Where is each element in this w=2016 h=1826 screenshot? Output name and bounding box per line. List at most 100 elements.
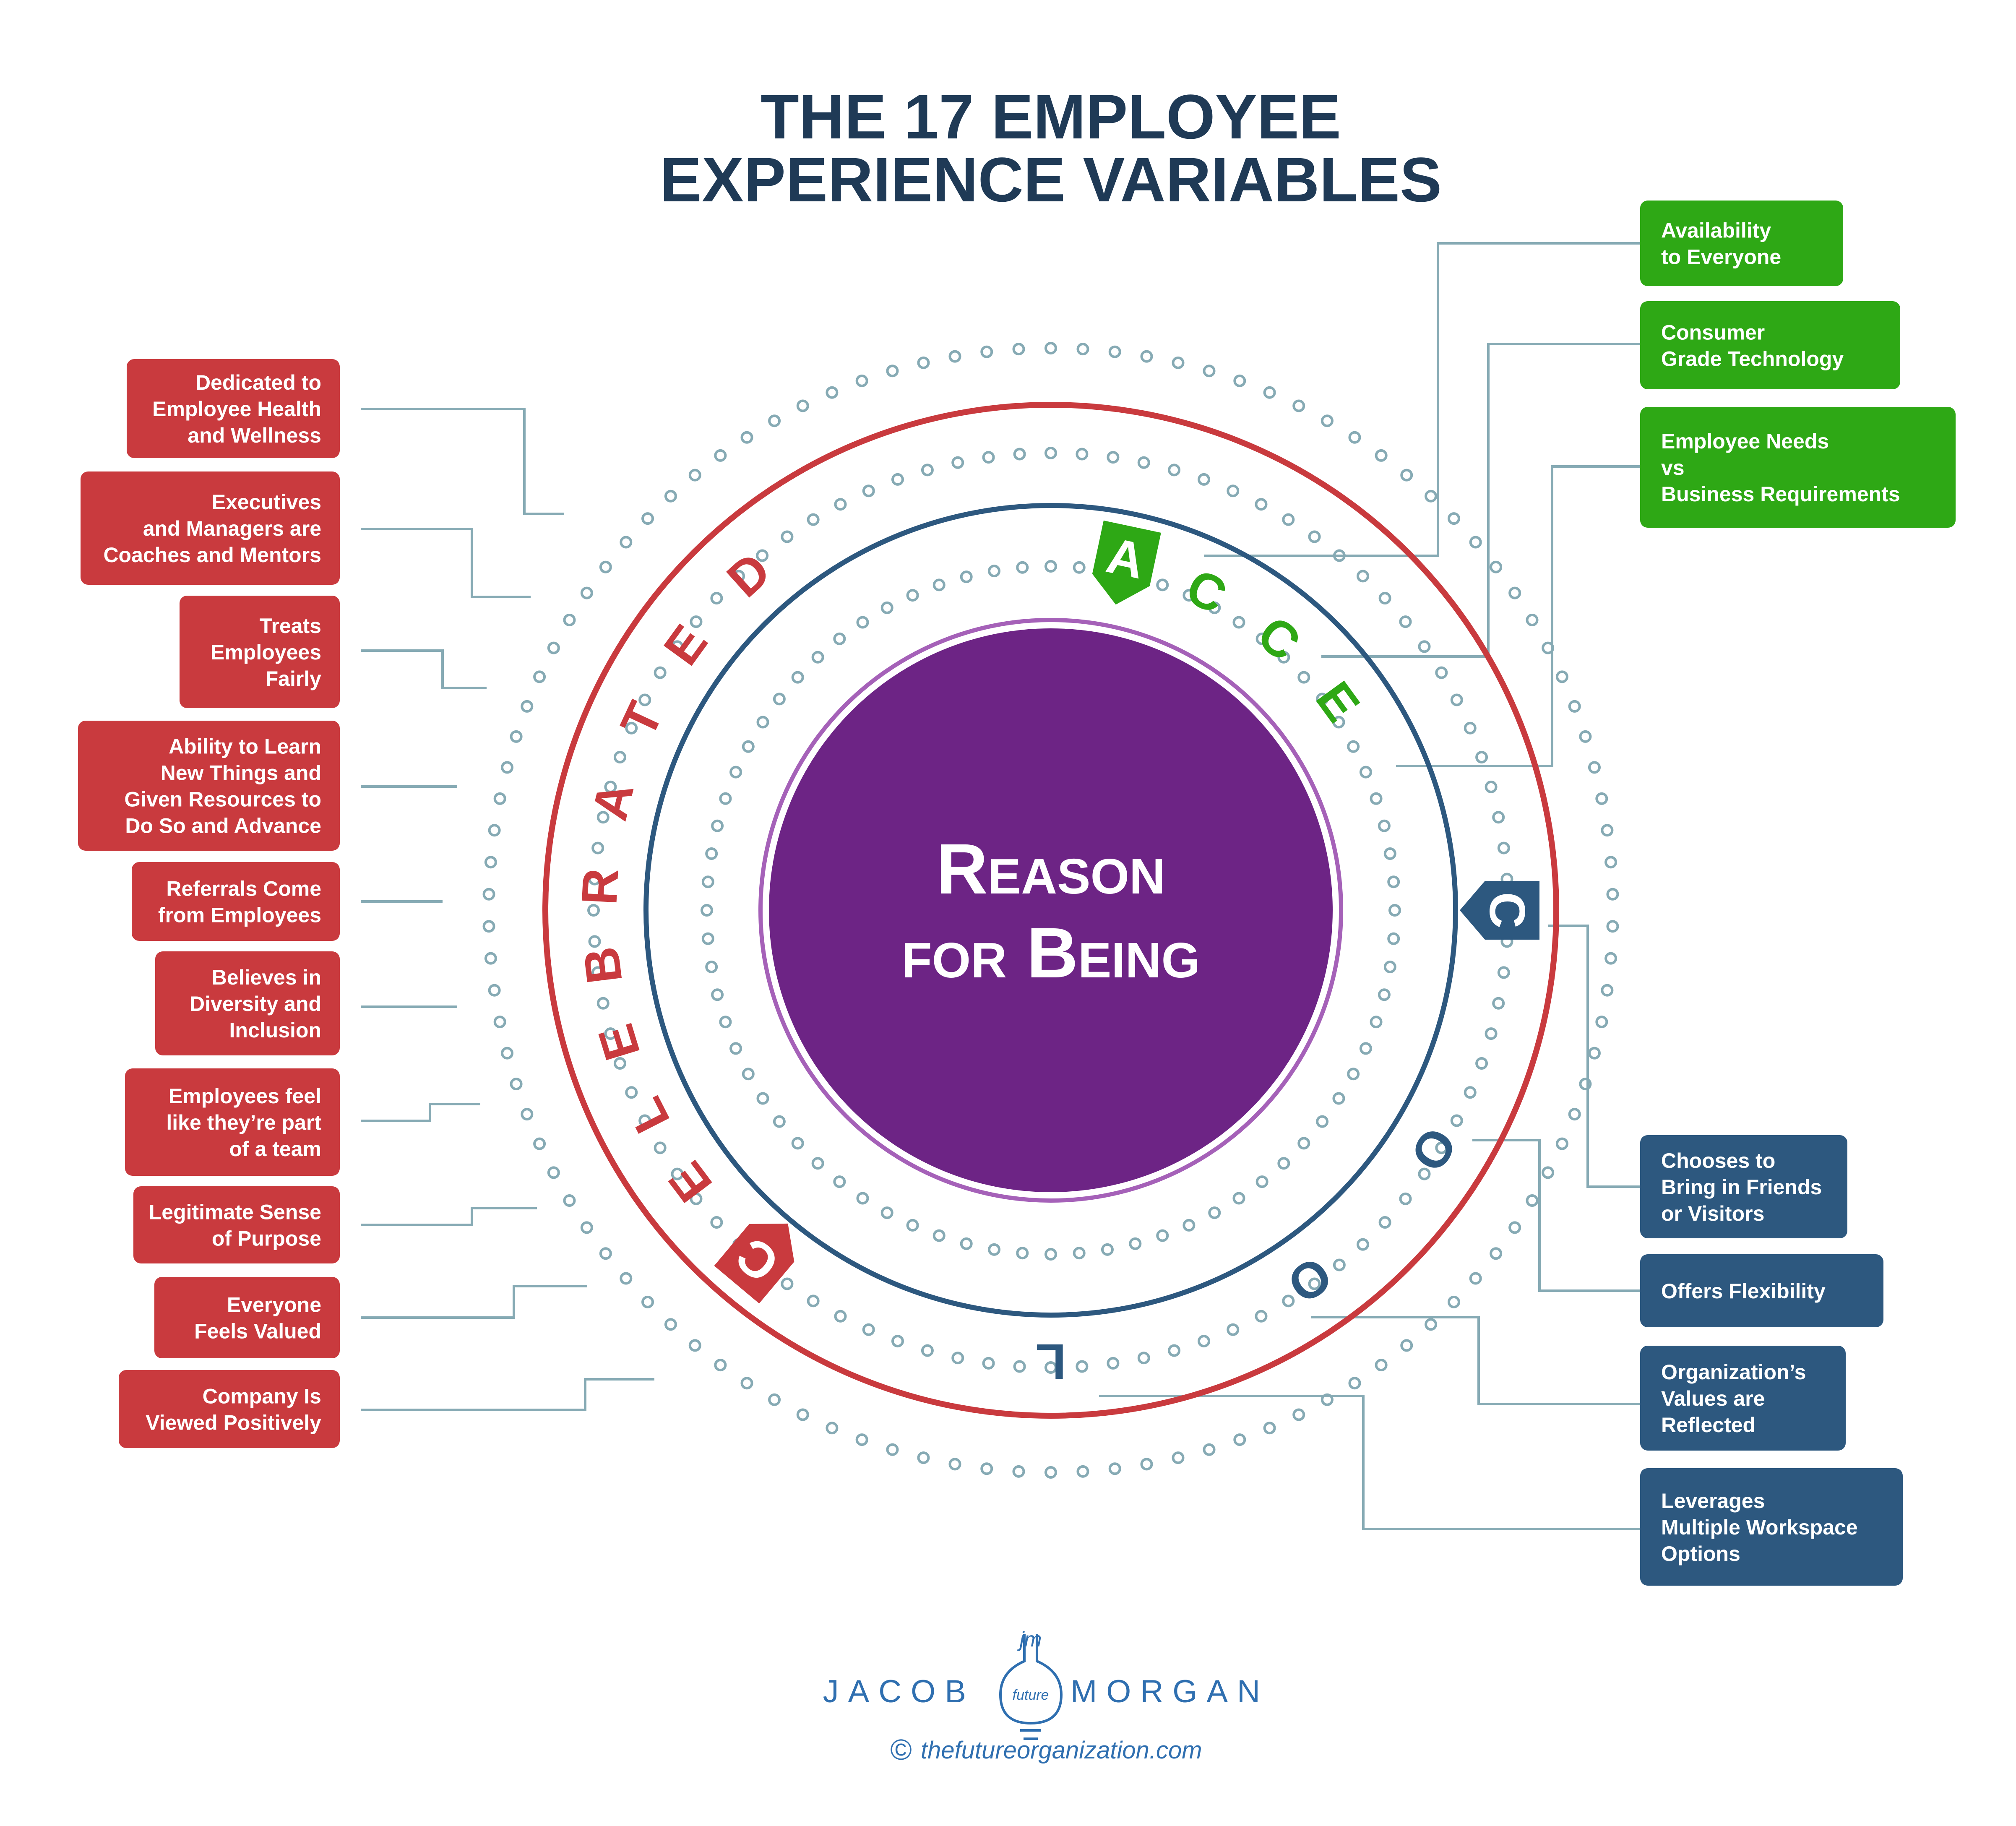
ring-dot	[1555, 1137, 1568, 1150]
acce-box-line: to Everyone	[1661, 245, 1781, 269]
ring-dot	[1508, 1221, 1521, 1234]
ring-dot	[917, 1451, 930, 1464]
ring-dot	[1492, 811, 1505, 824]
connector-line	[1472, 1139, 1640, 1292]
celebrated-box-line: Do So and Advance	[125, 814, 321, 838]
ring-dot	[510, 1078, 523, 1091]
ring-dot	[1435, 666, 1448, 679]
celebrated-box-bg	[81, 471, 340, 585]
ring-dot	[1418, 640, 1431, 653]
cool-box-line: Chooses to	[1661, 1149, 1775, 1172]
ring-dot	[1450, 693, 1463, 706]
title: THE 17 EMPLOYEE EXPERIENCE VARIABLES	[660, 81, 1442, 215]
ring-dot	[1044, 560, 1057, 573]
logo-initials: jm	[1017, 1628, 1042, 1651]
celebrated-letter-text: B	[573, 944, 633, 987]
ring-dot	[638, 693, 651, 706]
ring-dot	[1595, 1016, 1608, 1029]
ring-dot	[1308, 530, 1321, 543]
ring-dot	[587, 904, 600, 917]
ring-dot	[1012, 1465, 1025, 1478]
cool-box-bg	[1640, 1468, 1903, 1586]
ring-dot	[1044, 1248, 1057, 1261]
celebrated-box-line: Legitimate Sense	[149, 1201, 321, 1224]
ring-dot	[604, 1027, 617, 1040]
celebrated-letter: B	[573, 944, 633, 987]
acce-tag-icon	[1092, 520, 1161, 605]
ring-dot	[773, 1115, 786, 1128]
ring-dot	[488, 824, 501, 837]
ring-dot	[833, 632, 846, 645]
ring-dot	[756, 716, 769, 729]
ring-dot	[807, 1295, 820, 1308]
ring-dot	[880, 1206, 893, 1219]
ring-dot	[886, 365, 899, 378]
celebrated-box-line: of Purpose	[212, 1227, 321, 1250]
ring-dot	[1497, 966, 1510, 979]
ring-dot	[1227, 485, 1240, 498]
celebrated-box-line: New Things and	[161, 761, 321, 785]
ring-dot	[856, 616, 869, 629]
middle-ring	[643, 503, 1458, 1318]
ring-dot	[1508, 586, 1521, 599]
ring-dot	[833, 1175, 846, 1188]
ring-dot	[1073, 1247, 1086, 1260]
connector-line	[361, 1285, 587, 1319]
ring-dot	[493, 1016, 506, 1029]
celebrated-box-line: and Wellness	[188, 424, 321, 447]
ring-dot	[756, 1092, 769, 1105]
acce-box-line: Grade Technology	[1661, 347, 1844, 371]
ring-dot	[1013, 448, 1026, 461]
ring-dot	[641, 1295, 654, 1308]
ring-dot	[1137, 1352, 1150, 1365]
ring-dot	[1208, 1206, 1221, 1219]
ring-dot	[521, 1108, 534, 1121]
celebrated-box-line: Everyone	[227, 1293, 321, 1317]
ring-dot	[493, 792, 506, 805]
ring-dot	[1044, 342, 1057, 354]
ring-dot	[1016, 1247, 1029, 1260]
ring-dot	[1255, 632, 1268, 645]
celebrated-box-line: Believes in	[212, 966, 321, 989]
copyright-icon: ©	[890, 1733, 912, 1766]
ring-dot	[811, 651, 824, 664]
ring-dot	[638, 1114, 651, 1127]
acce-letter-text: C	[1247, 605, 1311, 672]
ring-dot	[796, 399, 809, 412]
ring-dot	[664, 490, 677, 503]
ring-dot	[1399, 1192, 1412, 1205]
ring-dot	[1464, 722, 1477, 735]
ring-dot	[1232, 1192, 1245, 1205]
ring-dot	[701, 875, 714, 888]
website[interactable]: thefutureorganization.com	[921, 1737, 1202, 1764]
ring-dot	[1292, 399, 1305, 412]
ring-dot	[1604, 952, 1617, 965]
ring-dot	[921, 1344, 934, 1357]
ring-dot	[1107, 451, 1120, 464]
ring-dot	[1232, 616, 1245, 629]
ring-dot	[811, 1157, 824, 1170]
ring-dot	[1490, 1247, 1503, 1260]
cool-tag-icon	[1460, 881, 1539, 940]
ring-dot	[591, 966, 604, 979]
ring-dot	[948, 1458, 961, 1471]
ring-dot	[588, 873, 601, 886]
ring-dot	[599, 560, 612, 573]
ring-dot	[533, 670, 546, 683]
ring-dot	[980, 345, 993, 358]
center-line-2: for Being	[901, 913, 1200, 993]
ring-dot	[781, 530, 794, 543]
ring-dot	[1332, 1092, 1345, 1105]
ring-dot	[1370, 1016, 1383, 1029]
center-fill	[769, 628, 1333, 1192]
ring-dot	[960, 570, 973, 583]
ring-dot	[1263, 386, 1276, 399]
celebrated-box-line: Company Is	[203, 1385, 321, 1408]
celebrated-box-line: Ability to Learn	[169, 735, 321, 758]
ring-dot	[711, 819, 724, 832]
ring-dot	[1383, 960, 1396, 973]
ring-dot	[1297, 1137, 1310, 1150]
